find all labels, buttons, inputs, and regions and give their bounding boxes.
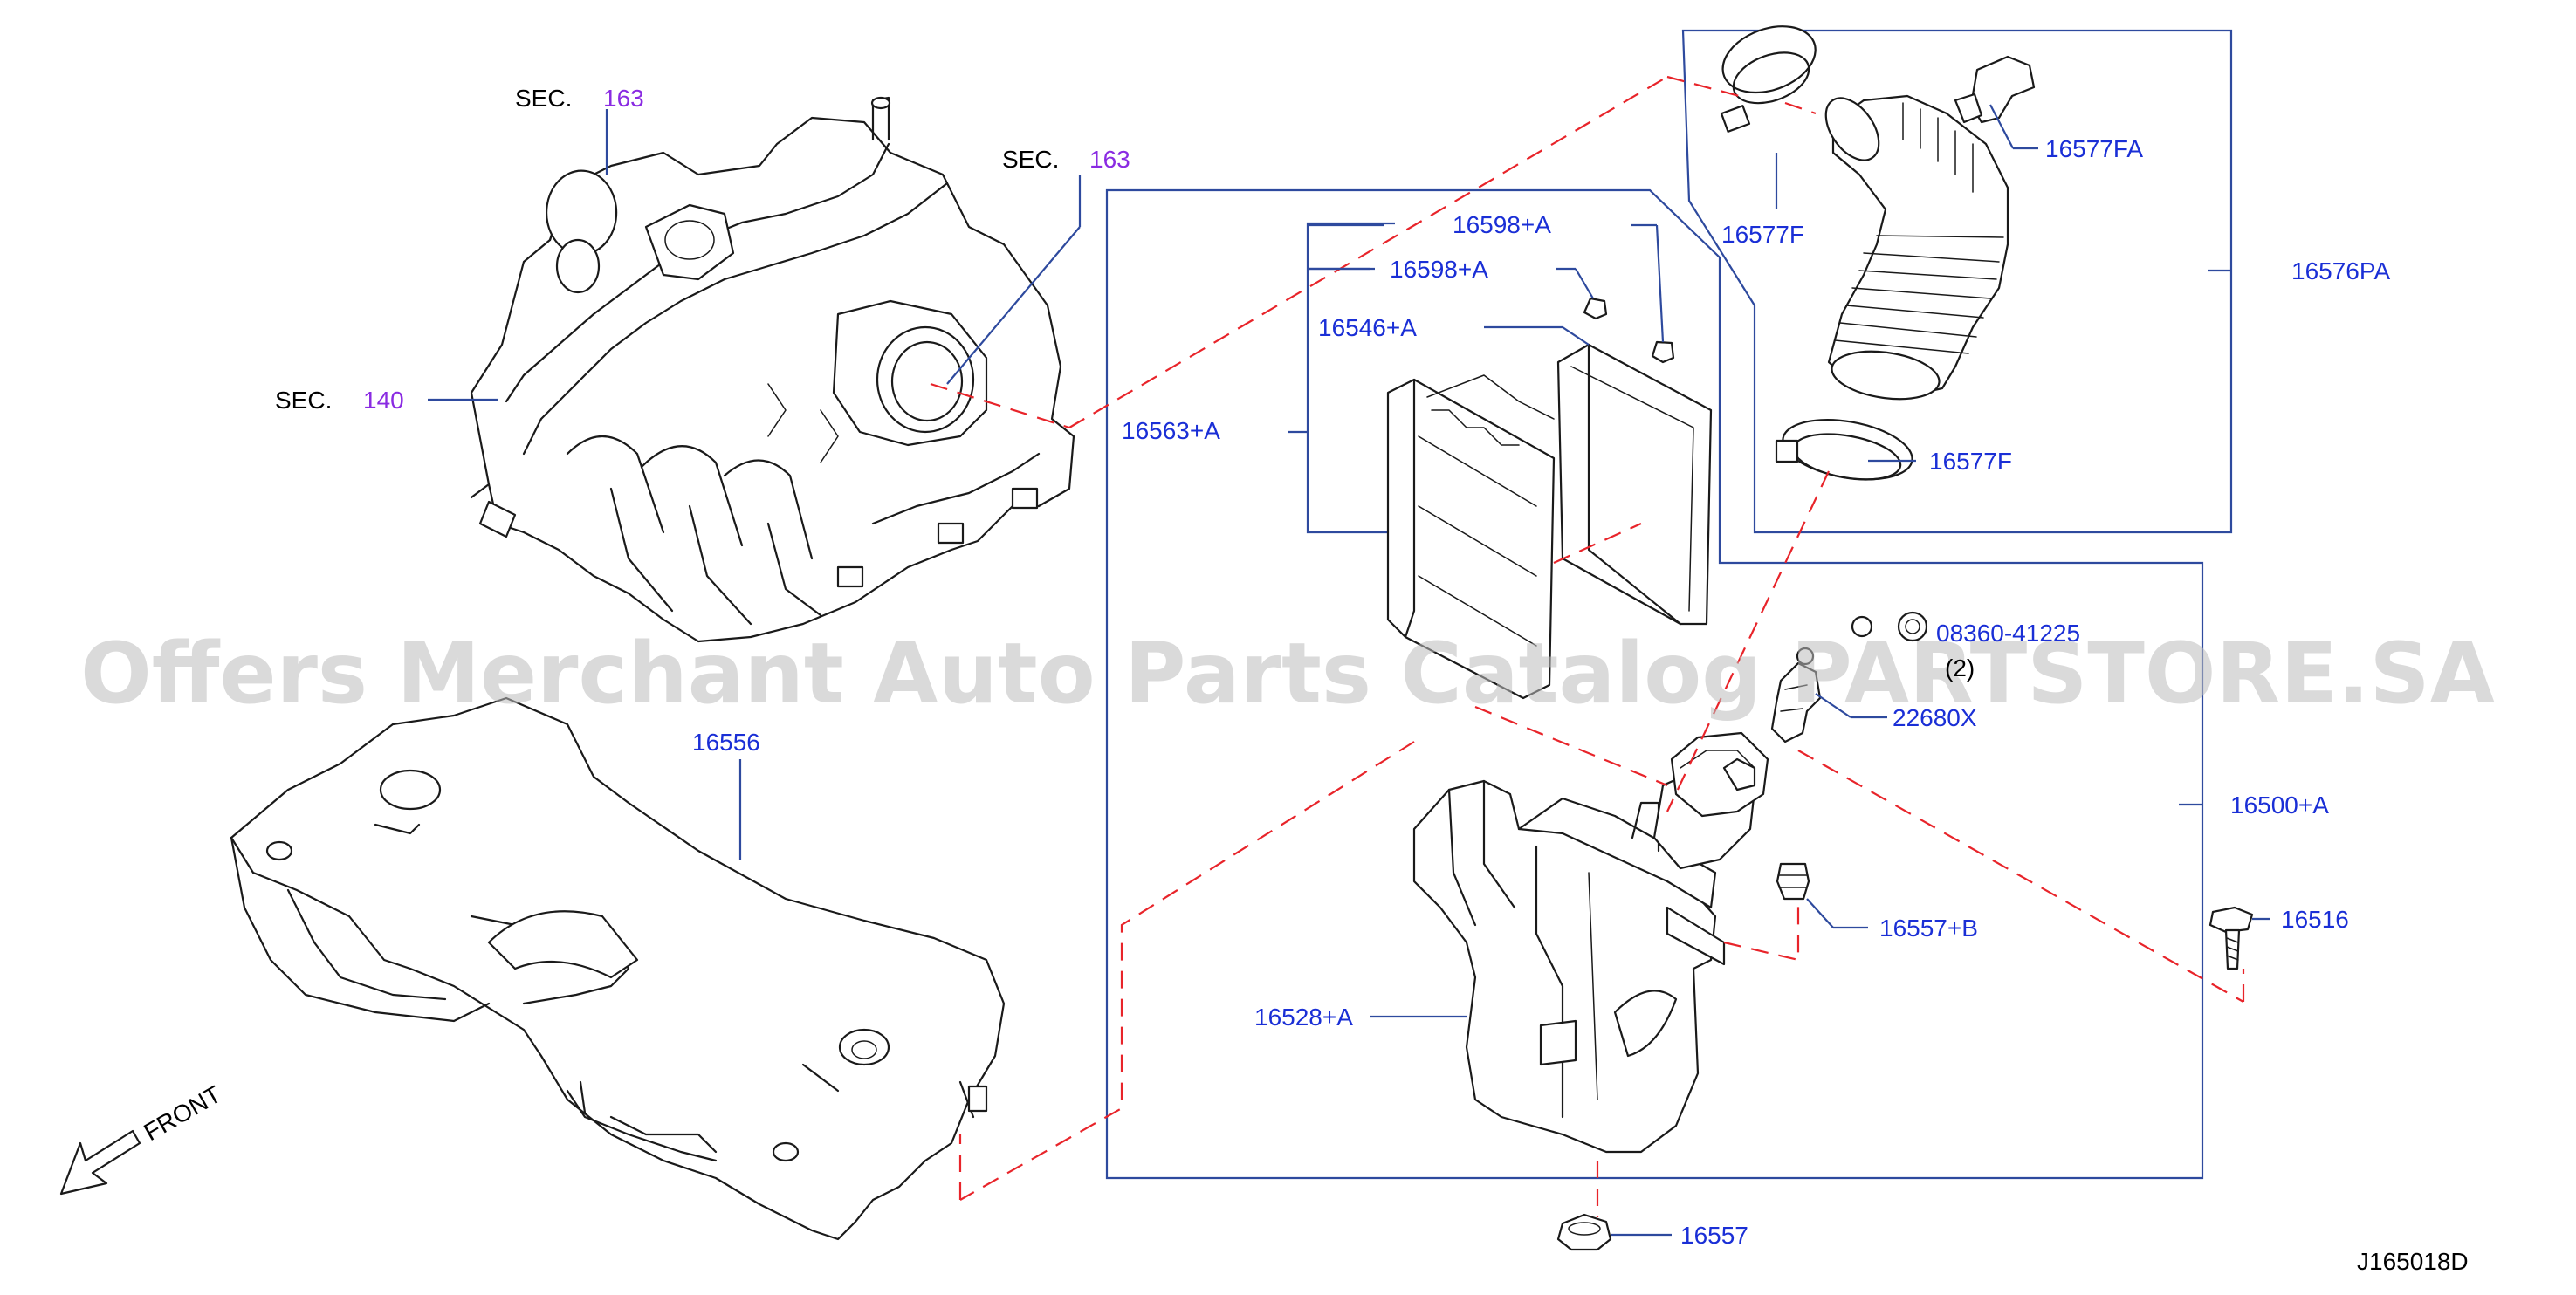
part-label-16577f-1[interactable]: 16577F	[1721, 221, 1804, 248]
screw-08360	[1851, 615, 1873, 638]
air-filter-16546a	[1556, 343, 1713, 626]
watermark-text: Offers Merchant Auto Parts Catalog PARTS…	[80, 625, 2495, 723]
air-guide-16556	[230, 696, 1006, 1241]
sec-label-163-right: SEC. 163	[1002, 146, 1130, 173]
diagram-code: J165018D	[2357, 1248, 2469, 1275]
sec-number: 140	[363, 387, 404, 414]
front-arrow: FRONT	[59, 1080, 226, 1196]
bolt-16516	[2208, 906, 2254, 970]
washer-08360	[1897, 611, 1928, 642]
duct-frame-16576pa	[1681, 29, 2233, 534]
part-qty-08360: (2)	[1945, 654, 1975, 682]
part-label-16577fa[interactable]: 16577FA	[2045, 135, 2143, 162]
sec-prefix: SEC.	[515, 85, 572, 112]
air-duct-16576pa	[1824, 94, 2009, 401]
assembly-frame-16500a	[1105, 188, 2204, 1180]
hose-fitting-16577fa	[1954, 55, 2036, 124]
part-label-16500a[interactable]: 16500+A	[2230, 791, 2329, 819]
part-label-16576pa[interactable]: 16576PA	[2291, 257, 2390, 284]
sec-number: 163	[603, 85, 644, 112]
sec-number: 163	[1089, 146, 1130, 173]
sec-prefix: SEC.	[275, 387, 332, 414]
part-label-16556[interactable]: 16556	[692, 729, 760, 756]
part-label-16598a-2[interactable]: 16598+A	[1390, 256, 1488, 283]
front-label: FRONT	[140, 1080, 226, 1146]
part-label-16563a[interactable]: 16563+A	[1122, 417, 1220, 444]
clip-16598a-1	[1583, 297, 1608, 320]
maf-sensor-22680x	[1770, 647, 1822, 743]
sec-prefix: SEC.	[1002, 146, 1059, 173]
part-label-08360[interactable]: 08360-41225	[1936, 620, 2080, 647]
part-label-16528a[interactable]: 16528+A	[1254, 1004, 1353, 1031]
part-label-16557b[interactable]: 16557+B	[1879, 915, 1978, 942]
filter-element-16563a	[1386, 374, 1556, 700]
intake-manifold	[470, 96, 1075, 643]
clip-16598a-2	[1651, 340, 1675, 364]
part-label-16598a-1[interactable]: 16598+A	[1453, 211, 1551, 238]
part-label-16577f-2[interactable]: 16577F	[1929, 448, 2012, 475]
air-cleaner-case-16528a	[1412, 731, 1769, 1154]
part-label-16557[interactable]: 16557	[1680, 1222, 1748, 1249]
clamp-16577f-bottom	[1775, 419, 1913, 481]
front-arrow-icon	[59, 1129, 141, 1196]
clamp-16577f-top	[1720, 25, 1817, 133]
part-label-16546a[interactable]: 16546+A	[1318, 314, 1417, 341]
grommet-16557	[1556, 1213, 1612, 1251]
part-label-22680x[interactable]: 22680X	[1893, 704, 1977, 731]
sec-label-163-top: SEC. 163	[515, 85, 644, 112]
sec-label-140: SEC. 140	[275, 387, 404, 414]
assembly-guide-lines	[930, 75, 2245, 1217]
leader-lines	[428, 104, 2270, 1237]
part-label-16516[interactable]: 16516	[2281, 906, 2349, 933]
grommet-16557b	[1776, 862, 1810, 901]
filter-bracket-16563a	[1306, 222, 1405, 534]
